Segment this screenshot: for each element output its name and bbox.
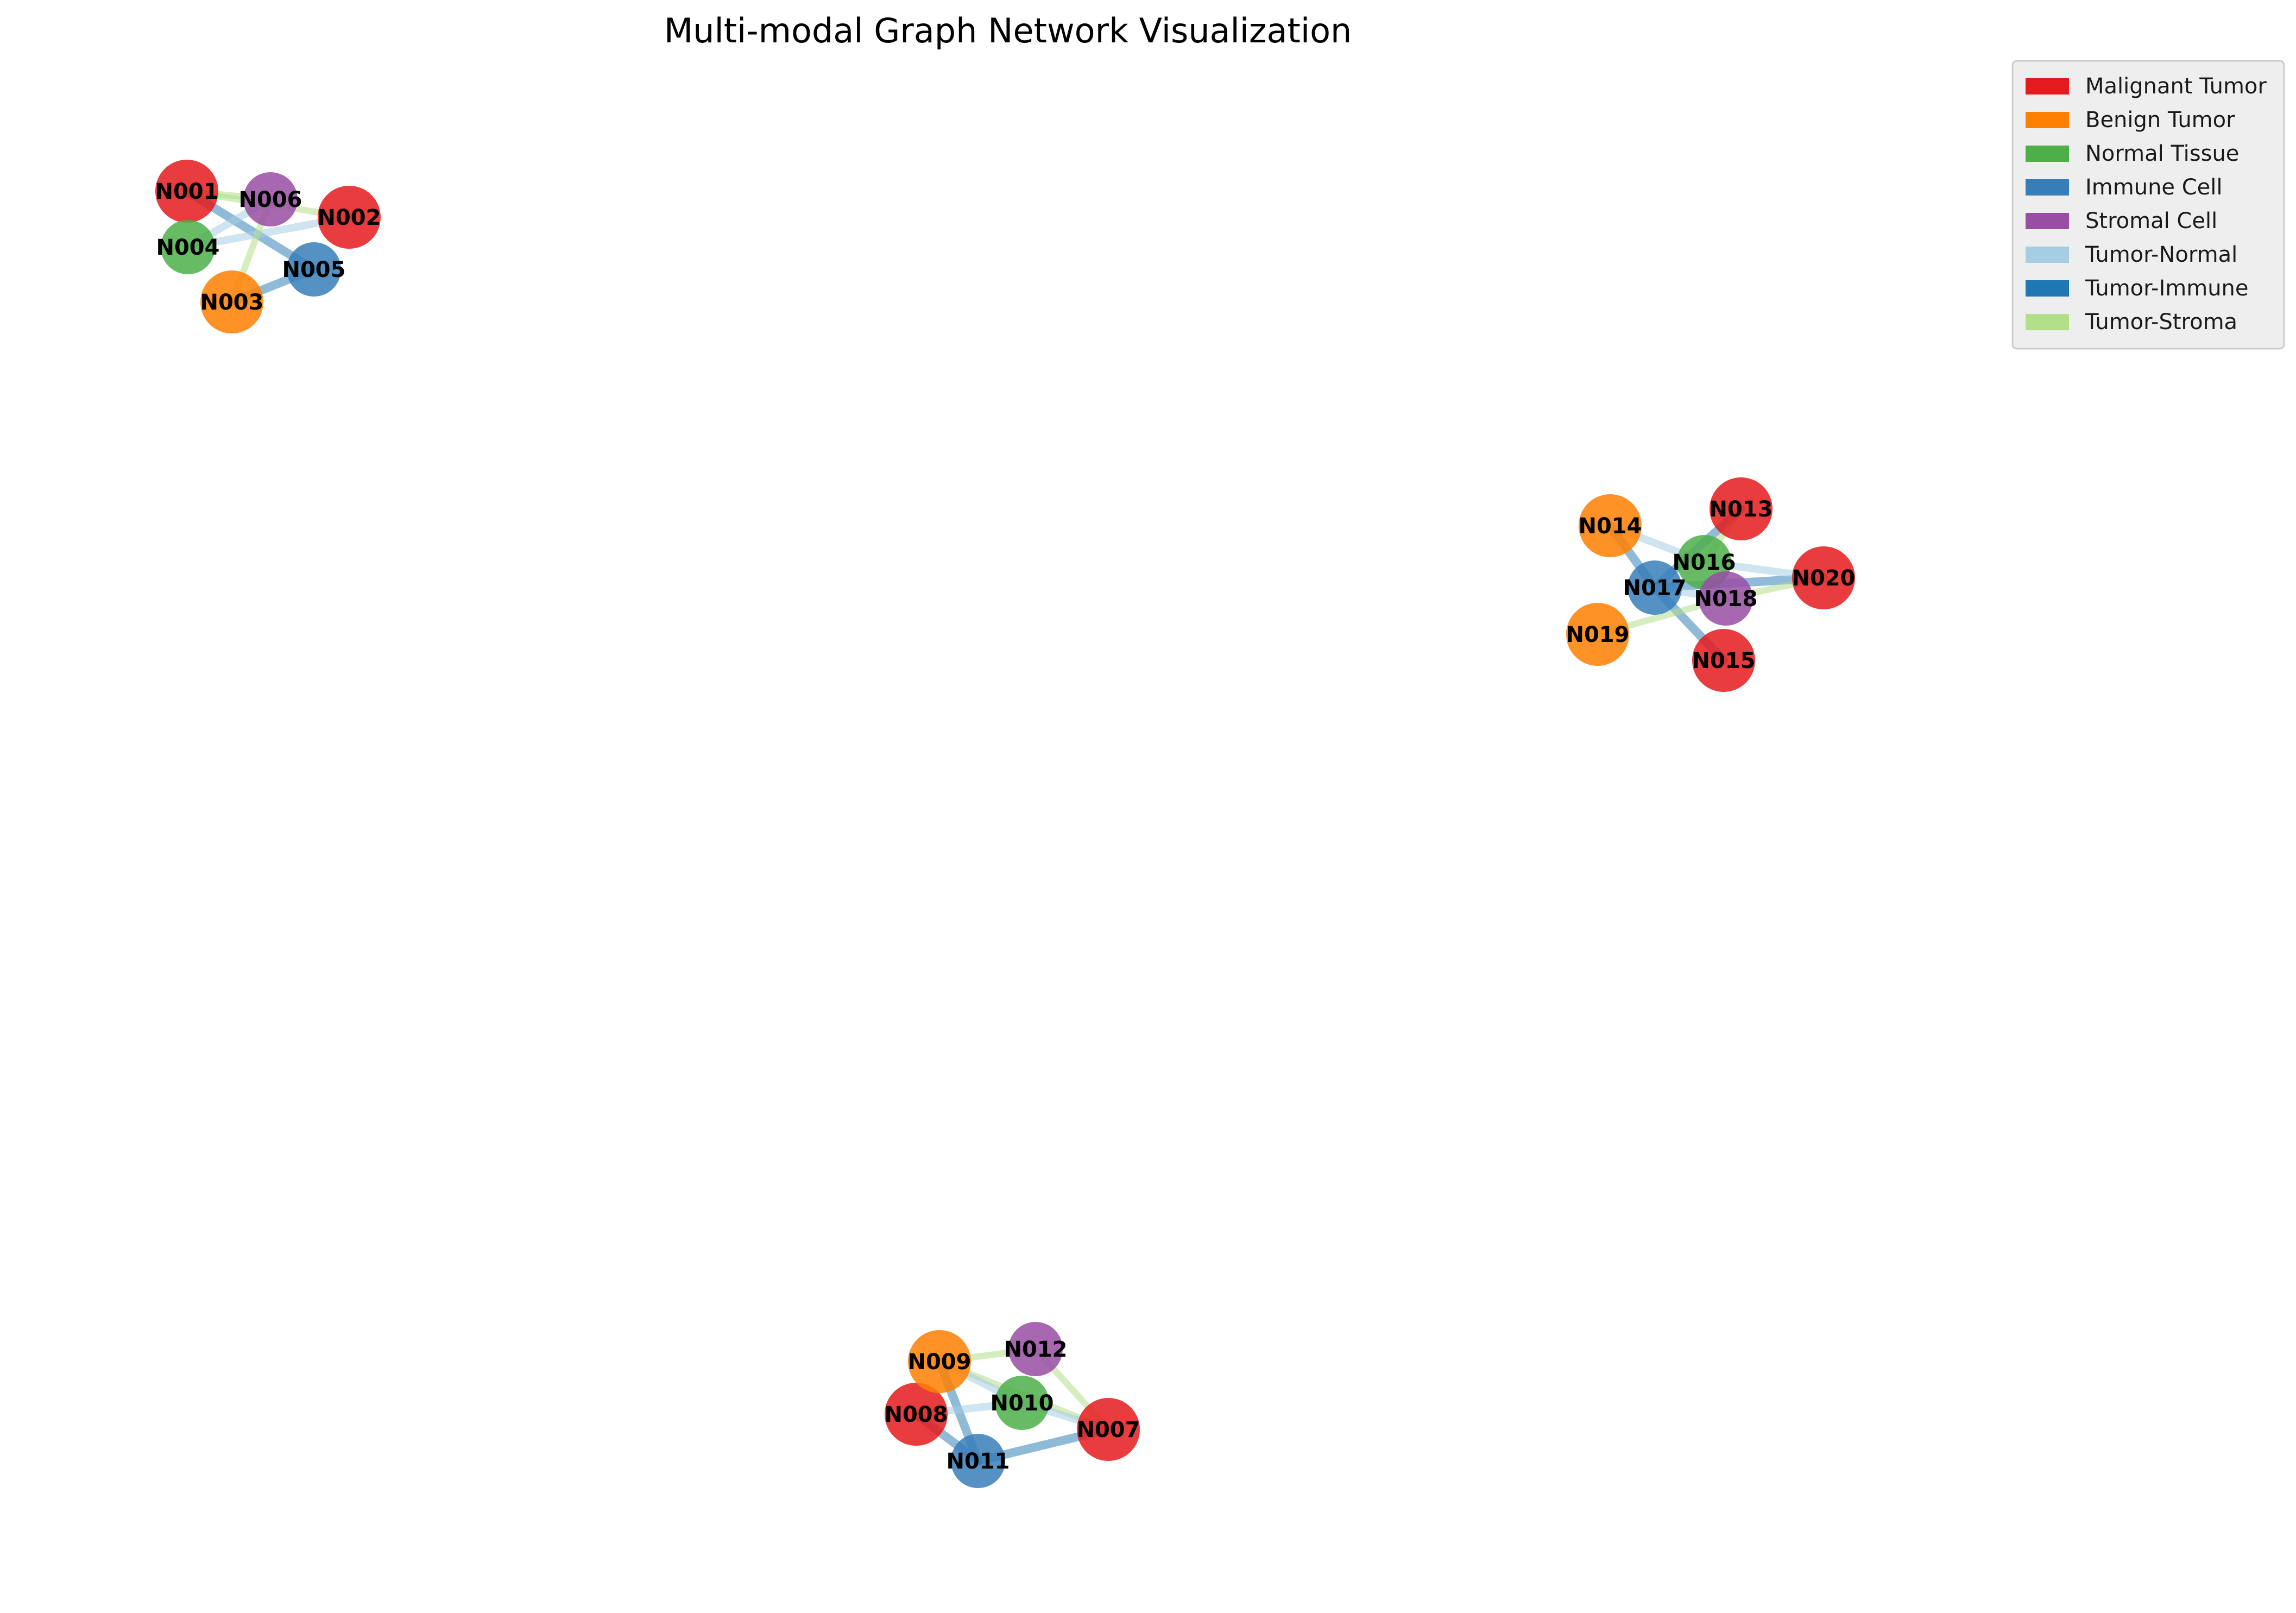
node-n017: N017	[1623, 560, 1687, 615]
figure-title: Multi-modal Graph Network Visualization	[664, 11, 1352, 51]
node-label: N016	[1673, 550, 1736, 575]
legend-entry: Immune Cell	[2026, 175, 2223, 200]
node-label: N018	[1694, 587, 1758, 612]
legend-swatch	[2026, 146, 2069, 162]
node-label: N019	[1566, 622, 1630, 647]
node-circle	[885, 1383, 948, 1446]
node-label: N012	[1004, 1337, 1068, 1362]
legend-swatch	[2026, 112, 2069, 128]
node-label: N015	[1692, 648, 1756, 673]
legend-label: Normal Tissue	[2085, 141, 2239, 166]
legend-swatch	[2026, 179, 2069, 196]
node-circle	[995, 1376, 1049, 1430]
node-n015: N015	[1692, 629, 1756, 692]
edges-layer	[182, 187, 1828, 1465]
node-circle	[287, 242, 341, 297]
node-label: N014	[1579, 514, 1642, 539]
node-circle	[1579, 494, 1642, 557]
node-label: N011	[947, 1449, 1010, 1474]
node-circle	[318, 186, 381, 249]
node-circle	[1566, 603, 1629, 666]
node-n011: N011	[947, 1434, 1010, 1488]
node-label: N009	[908, 1350, 972, 1375]
node-n020: N020	[1792, 546, 1856, 609]
node-label: N002	[318, 205, 381, 230]
legend-entry: Benign Tumor	[2026, 108, 2235, 133]
node-n019: N019	[1566, 603, 1630, 666]
node-n018: N018	[1694, 571, 1758, 626]
legend-entry: Stromal Cell	[2026, 209, 2217, 234]
node-circle	[908, 1330, 971, 1393]
node-label: N001	[155, 179, 219, 204]
node-n014: N014	[1579, 494, 1642, 557]
node-circle	[243, 172, 298, 226]
node-n003: N003	[200, 270, 264, 333]
node-label: N004	[156, 235, 220, 260]
node-label: N007	[1077, 1417, 1140, 1442]
legend-swatch	[2026, 280, 2069, 297]
legend-entry: Tumor-Immune	[2026, 276, 2249, 301]
node-n013: N013	[1710, 477, 1773, 540]
node-label: N010	[991, 1391, 1054, 1416]
node-label: N020	[1792, 566, 1856, 591]
node-n008: N008	[885, 1383, 948, 1446]
legend-swatch	[2026, 314, 2069, 330]
legend-label: Benign Tumor	[2085, 108, 2235, 133]
node-circle	[200, 270, 263, 333]
node-n001: N001	[155, 160, 219, 223]
legend-entry: Tumor-Stroma	[2026, 310, 2237, 335]
node-circle	[161, 220, 215, 274]
legend-label: Tumor-Immune	[2085, 276, 2249, 301]
node-circle	[951, 1434, 1005, 1488]
legend-entry: Malignant Tumor	[2026, 74, 2267, 99]
legend-swatch	[2026, 78, 2069, 94]
node-n012: N012	[1004, 1322, 1068, 1376]
node-n006: N006	[239, 172, 302, 226]
legend-label: Tumor-Stroma	[2085, 310, 2237, 335]
node-circle	[1699, 571, 1753, 626]
node-circle	[1692, 629, 1755, 692]
node-n002: N002	[318, 186, 381, 249]
node-circle	[1710, 477, 1773, 540]
node-label: N003	[200, 290, 264, 315]
legend-swatch	[2026, 247, 2069, 263]
node-label: N008	[885, 1402, 948, 1427]
legend-label: Malignant Tumor	[2085, 74, 2267, 99]
node-circle	[1008, 1322, 1063, 1376]
node-circle	[1628, 560, 1682, 615]
legend-label: Stromal Cell	[2085, 209, 2217, 234]
node-label: N005	[282, 257, 346, 282]
legend-swatch	[2026, 213, 2069, 229]
legend-frame	[2011, 60, 2285, 350]
legend-label: Tumor-Normal	[2085, 242, 2237, 267]
legend-entry: Tumor-Normal	[2026, 242, 2237, 267]
node-label: N017	[1623, 576, 1687, 601]
node-circle	[1792, 546, 1855, 609]
node-circle	[155, 160, 218, 223]
node-n009: N009	[908, 1330, 972, 1393]
node-n007: N007	[1077, 1398, 1140, 1461]
node-n010: N010	[991, 1376, 1054, 1430]
legend-entry: Normal Tissue	[2026, 141, 2239, 166]
node-n004: N004	[156, 220, 220, 274]
node-label: N006	[239, 187, 302, 212]
node-circle	[1077, 1398, 1140, 1461]
legend-label: Immune Cell	[2085, 175, 2223, 200]
node-n005: N005	[282, 242, 346, 297]
node-label: N013	[1710, 497, 1773, 522]
